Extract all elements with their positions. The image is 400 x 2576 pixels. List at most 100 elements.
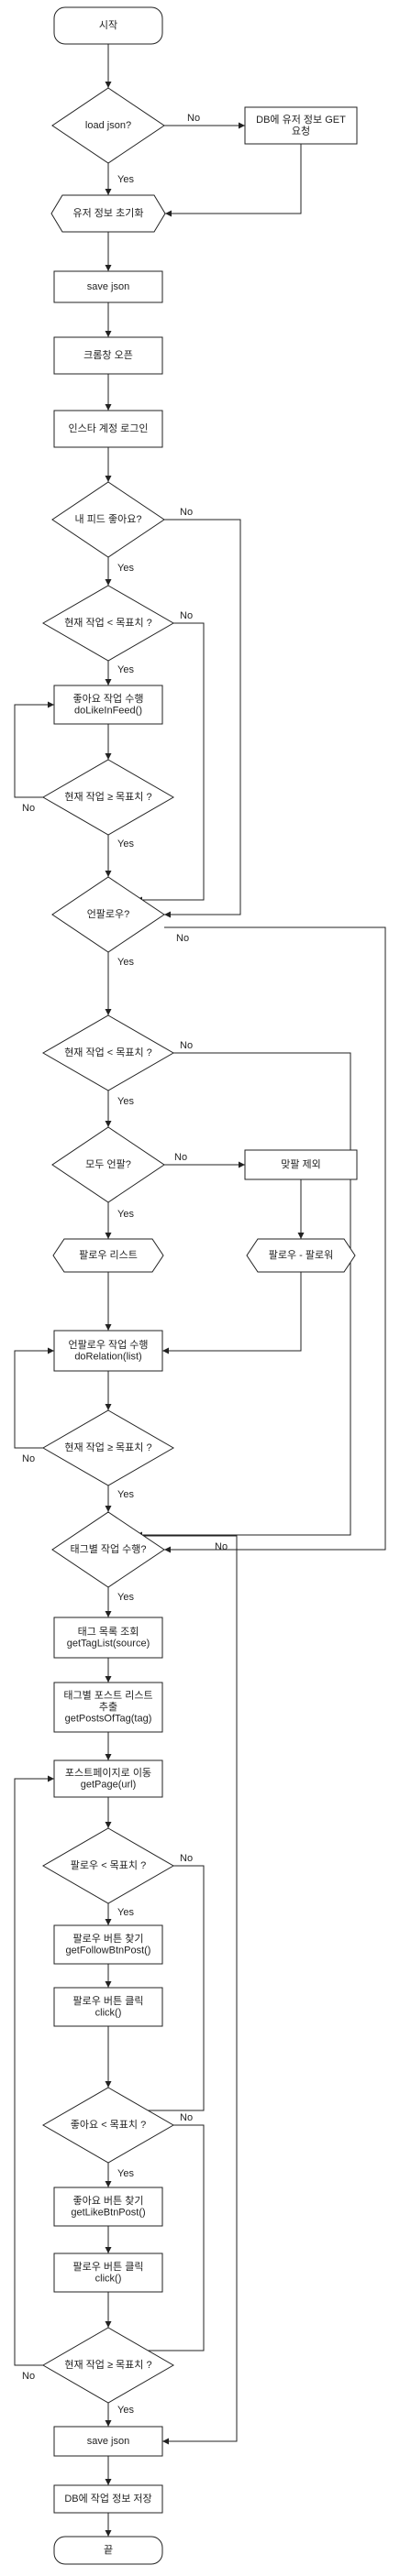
like-click-label: 팔로우 버튼 클릭 bbox=[73, 2261, 144, 2273]
cur-lt-goal-1-decision: 현재 작업 < 목표치 ? bbox=[42, 585, 174, 662]
open-chrome-label: 크롬창 오픈 bbox=[83, 349, 133, 361]
edge-label: Yes bbox=[117, 957, 134, 968]
start-label: 시작 bbox=[99, 19, 117, 31]
edge-label: Yes bbox=[117, 1489, 134, 1500]
insta-login-node: 인스타 계정 로그인 bbox=[53, 410, 163, 448]
follow-lt-goal-label: 팔로우 < 목표치 ? bbox=[71, 1859, 146, 1871]
posts-of-tag-label: 추출 bbox=[99, 1701, 117, 1713]
followbtn-to-click-arrowhead bbox=[105, 1981, 112, 1988]
tag-list-label: getTagList(source) bbox=[67, 1638, 150, 1649]
cur-lt-goal-2-decision: 현재 작업 < 목표치 ? bbox=[42, 1014, 174, 1091]
cur2-yes-arrowhead bbox=[105, 1121, 112, 1127]
ge2-no bbox=[14, 1350, 54, 1449]
exclude-mutual-node: 맞팔 제외 bbox=[244, 1149, 358, 1180]
following-minus-follower-label: 팔로우 - 팔로워 bbox=[269, 1249, 334, 1261]
db-get-to-init-arrowhead bbox=[165, 210, 172, 217]
exclude-mutual-label: 맞팔 제외 bbox=[281, 1158, 321, 1170]
edge-label: Yes bbox=[117, 2405, 134, 2416]
tag-yes-arrowhead bbox=[105, 1611, 112, 1617]
taglist-to-posts-arrowhead bbox=[105, 1676, 112, 1683]
like-feed-no bbox=[164, 519, 241, 915]
like-feed-q-decision: 내 피드 좋아요? bbox=[51, 481, 165, 558]
following-list-label: 팔로우 리스트 bbox=[79, 1249, 138, 1261]
cur2-no bbox=[136, 1052, 351, 1536]
relation-to-ge2-arrowhead bbox=[105, 1404, 112, 1410]
following-list-prep: 팔로우 리스트 bbox=[52, 1238, 164, 1273]
edge-label: Yes bbox=[117, 2168, 134, 2179]
tag-list-label: 태그 목록 조회 bbox=[78, 1626, 139, 1638]
save-json-1-node: save json bbox=[53, 270, 163, 303]
like-click-label: click() bbox=[95, 2273, 122, 2284]
edge-label: No bbox=[180, 1853, 193, 1864]
follow-click-label: click() bbox=[95, 2007, 122, 2018]
ge3-no-arrowhead bbox=[48, 1775, 54, 1782]
ge3-yes-arrowhead bbox=[105, 2420, 112, 2427]
cur-lt-goal-2-label: 현재 작업 < 목표치 ? bbox=[64, 1047, 152, 1058]
load-json-decision: load json? bbox=[51, 87, 165, 164]
save-to-db-arrowhead bbox=[105, 2479, 112, 2485]
login-to-like-feed-arrowhead bbox=[105, 476, 112, 482]
do-like-feed-label: 좋아요 작업 수행 bbox=[73, 693, 144, 705]
list-to-relation-arrowhead bbox=[105, 1324, 112, 1331]
cur-ge-goal-1-label: 현재 작업 ≥ 목표치 ? bbox=[64, 791, 151, 803]
posts-to-page-arrowhead bbox=[105, 1754, 112, 1760]
cur-ge-goal-2-decision: 현재 작업 ≥ 목표치 ? bbox=[42, 1409, 174, 1486]
cur1-no bbox=[136, 622, 205, 901]
edge-label: Yes bbox=[117, 563, 134, 574]
diff-to-relation-arrowhead bbox=[162, 1347, 169, 1354]
edge-label: Yes bbox=[117, 1592, 134, 1603]
db-get-label: DB에 유저 정보 GET bbox=[256, 114, 346, 126]
likeclick-to-ge3-arrowhead bbox=[105, 2321, 112, 2328]
like-btn-label: 좋아요 버튼 찾기 bbox=[73, 2195, 144, 2207]
cur-ge-goal-3-decision: 현재 작업 ≥ 목표치 ? bbox=[42, 2327, 174, 2404]
insta-login-label: 인스타 계정 로그인 bbox=[68, 422, 148, 434]
db-save-node: DB에 작업 정보 저장 bbox=[53, 2484, 163, 2514]
follow-yes-arrowhead bbox=[105, 1919, 112, 1925]
edge-label: No bbox=[22, 1453, 35, 1464]
save-to-chrome-arrowhead bbox=[105, 331, 112, 337]
all-unfollow-q-decision: 모두 언팔? bbox=[51, 1126, 165, 1203]
edge-label: Yes bbox=[117, 839, 134, 850]
save-json-1-label: save json bbox=[87, 281, 129, 292]
follow-click-label: 팔로우 버튼 클릭 bbox=[73, 1995, 144, 2007]
page-to-follow-arrowhead bbox=[105, 1822, 112, 1828]
cur1-yes-arrowhead bbox=[105, 679, 112, 685]
unfollow-yes-arrowhead bbox=[105, 1009, 112, 1015]
exclude-to-diff-arrowhead bbox=[297, 1233, 305, 1239]
cur-ge-goal-3-label: 현재 작업 ≥ 목표치 ? bbox=[64, 2359, 151, 2371]
init-to-save-arrowhead bbox=[105, 265, 112, 271]
edge-label: No bbox=[180, 507, 193, 518]
edge-labels: NoYesYesNoYesNoNoYesYesNoYesNoNoYesNoYes… bbox=[22, 113, 228, 2416]
do-like-feed-label: doLikeInFeed() bbox=[74, 705, 142, 716]
unfollow-no bbox=[164, 926, 386, 1551]
follow-btn-label: getFollowBtnPost() bbox=[66, 1945, 151, 1956]
tag-task-q-decision: 태그별 작업 수행? bbox=[51, 1511, 165, 1588]
likebtn-to-click-arrowhead bbox=[105, 2247, 112, 2253]
like-no bbox=[136, 2124, 205, 2351]
unfollow-no-arrowhead bbox=[164, 1546, 171, 1553]
edge-label: No bbox=[176, 933, 189, 944]
load-json-yes-arrowhead bbox=[105, 189, 112, 195]
edge-label: No bbox=[180, 610, 193, 621]
ge1-yes-arrowhead bbox=[105, 871, 112, 877]
start-node: 시작 bbox=[53, 6, 163, 45]
get-page-label: getPage(url) bbox=[81, 1779, 137, 1790]
posts-of-tag-label: getPostsOfTag(tag) bbox=[65, 1714, 152, 1725]
init-user-label: 유저 정보 초기화 bbox=[73, 207, 144, 219]
edge-label: Yes bbox=[117, 1209, 134, 1220]
edge-label: Yes bbox=[117, 1096, 134, 1107]
save-json-2-label: save json bbox=[87, 2436, 129, 2447]
tag-no-arrowhead bbox=[162, 2438, 169, 2445]
edge-label: No bbox=[215, 1541, 228, 1552]
cur-ge-goal-1-decision: 현재 작업 ≥ 목표치 ? bbox=[42, 759, 174, 836]
save-json-2-node: save json bbox=[53, 2426, 163, 2457]
